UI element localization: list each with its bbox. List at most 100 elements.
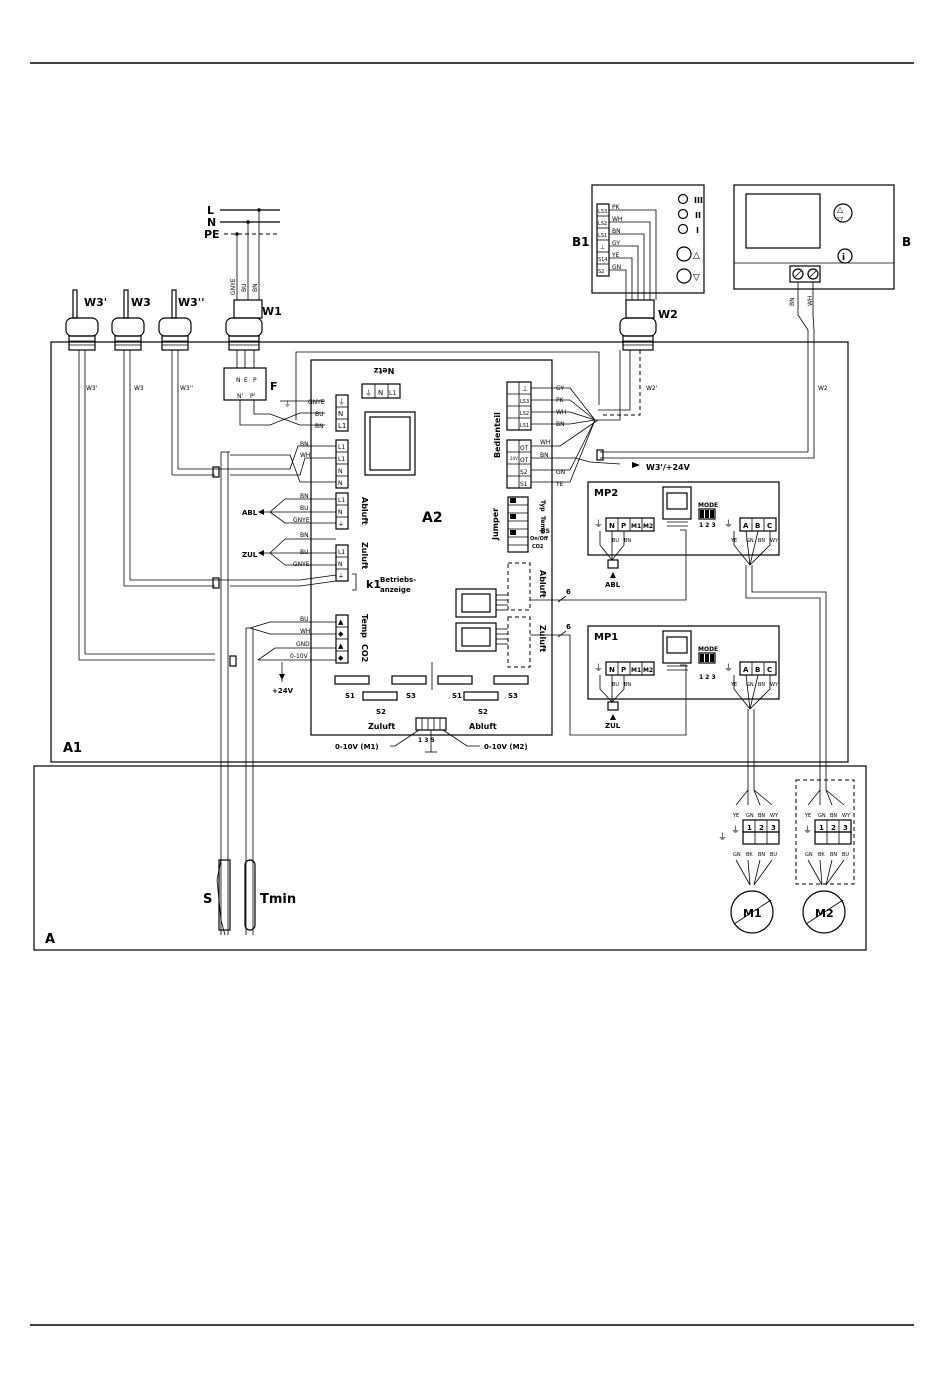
svg-text:▲: ▲ — [338, 618, 344, 626]
svg-text:S2: S2 — [478, 708, 488, 716]
svg-text:△: △ — [837, 205, 844, 214]
motor-m2: YE GN BN WY 1 2 3 ⏚ GN BK BN BU M2 — [795, 779, 855, 934]
label-w2-gland: W2 — [658, 308, 678, 321]
svg-text:L1: L1 — [338, 549, 345, 556]
svg-text:BN: BN — [612, 228, 621, 235]
label-a1: A1 — [63, 741, 82, 756]
svg-text:▽: ▽ — [837, 215, 844, 224]
svg-text:S3: S3 — [406, 692, 416, 700]
svg-text:P: P — [621, 666, 626, 674]
svg-text:GNYE: GNYE — [293, 517, 310, 524]
svg-text:MP2: MP2 — [594, 488, 618, 499]
svg-text:N: N — [338, 509, 343, 516]
svg-text:GNYE: GNYE — [308, 399, 325, 406]
svg-text:⏚: ⏚ — [724, 663, 733, 674]
svg-text:MODE: MODE — [698, 502, 718, 509]
label-w1: W1 — [262, 305, 282, 318]
svg-text:LS3: LS3 — [520, 399, 529, 405]
svg-text:L1: L1 — [338, 422, 346, 430]
svg-text:⏚: ⏚ — [284, 400, 291, 408]
svg-text:GND: GND — [296, 641, 310, 648]
svg-text:GNYE: GNYE — [230, 278, 237, 295]
svg-text:BU: BU — [842, 852, 849, 858]
svg-text:E: E — [244, 377, 248, 384]
svg-text:k1: k1 — [366, 578, 381, 591]
svg-text:BU: BU — [300, 505, 309, 512]
svg-text:BN: BN — [624, 538, 631, 544]
svg-text:⏚: ⏚ — [724, 519, 733, 530]
svg-text:GN: GN — [746, 813, 754, 819]
svg-text:▽: ▽ — [693, 273, 700, 283]
svg-text:GN: GN — [612, 264, 621, 271]
svg-text:S3: S3 — [508, 692, 518, 700]
gland-w3pp — [158, 289, 192, 351]
svg-text:S14: S14 — [598, 257, 608, 263]
svg-text:⏚: ⏚ — [594, 519, 603, 530]
svg-text:⊥: ⊥ — [522, 385, 528, 393]
svg-text:W3: W3 — [134, 385, 144, 392]
svg-text:BU: BU — [300, 616, 309, 623]
transformer-inner — [369, 416, 411, 471]
svg-text:1 2 3: 1 2 3 — [699, 674, 716, 681]
svg-text:Jumper: Jumper — [491, 508, 500, 541]
svg-text:BN: BN — [556, 421, 565, 428]
svg-text:BU: BU — [241, 283, 248, 292]
svg-text:Tmin: Tmin — [260, 892, 296, 907]
svg-text:L1: L1 — [338, 497, 345, 504]
svg-text:Netz: Netz — [373, 366, 394, 375]
frame-a — [33, 765, 867, 951]
svg-text:⏚: ⏚ — [594, 663, 603, 674]
svg-text:GY: GY — [612, 240, 620, 247]
svg-text:N': N' — [237, 393, 243, 400]
board-cable-route — [295, 351, 600, 420]
svg-text:6: 6 — [566, 623, 571, 631]
svg-text:CO2: CO2 — [532, 544, 544, 550]
svg-text:Abluft: Abluft — [538, 570, 547, 598]
svg-text:BN: BN — [758, 813, 765, 819]
svg-text:CO2: CO2 — [360, 644, 369, 662]
svg-text:6: 6 — [566, 588, 571, 596]
panel-b: △ ▽ i B BN WH — [733, 184, 911, 331]
svg-text:PK: PK — [612, 204, 621, 211]
svg-text:Temp: Temp — [539, 516, 546, 535]
svg-text:⏚: ⏚ — [731, 825, 740, 836]
svg-text:N: N — [338, 410, 343, 418]
label-f: F — [270, 380, 278, 393]
pin-header: 1 3 5 0-10V (M1) 0-10V (M2) — [335, 717, 528, 753]
svg-text:L1: L1 — [338, 444, 345, 451]
svg-text:⏚: ⏚ — [718, 832, 727, 843]
label-a2: A2 — [422, 510, 443, 526]
svg-text:⊥: ⊥ — [600, 244, 605, 251]
svg-text:BN: BN — [789, 297, 796, 306]
svg-text:OT: OT — [520, 457, 529, 464]
rj-zuluft: Zuluft 6 — [455, 616, 687, 736]
svg-text:Abluft: Abluft — [469, 722, 497, 731]
terminals-ot: OT OT S2 S1 24V WH BN GN YE W3'/+24V — [506, 419, 691, 489]
svg-text:C: C — [767, 666, 772, 674]
svg-text:C: C — [767, 522, 772, 530]
svg-text:GN: GN — [733, 852, 741, 858]
svg-text:YE: YE — [611, 252, 620, 259]
svg-text:GNYE: GNYE — [293, 561, 310, 568]
svg-text:anzeige: anzeige — [380, 586, 411, 594]
svg-text:I: I — [696, 226, 699, 235]
svg-text:S2: S2 — [376, 708, 386, 716]
svg-text:WH: WH — [540, 439, 550, 446]
svg-text:Zuluft: Zuluft — [360, 542, 369, 569]
svg-text:0-10V (M2): 0-10V (M2) — [484, 743, 528, 751]
terminals-bedienteil: ⊥ LS3 LS2 LS1 GY PK WH BN Bedienteil — [493, 381, 596, 458]
svg-text:M1: M1 — [743, 907, 762, 920]
svg-text:BS: BS — [541, 528, 550, 535]
svg-text:GN: GN — [746, 682, 754, 688]
svg-text:W2': W2' — [646, 385, 658, 392]
svg-text:A: A — [743, 666, 749, 674]
svg-text:BU: BU — [612, 538, 619, 544]
svg-text:3: 3 — [771, 824, 776, 832]
svg-text:LS2: LS2 — [520, 411, 529, 417]
svg-text:BN: BN — [540, 452, 549, 459]
svg-text:BN: BN — [758, 538, 765, 544]
svg-text:WY: WY — [770, 813, 779, 819]
svg-text:3: 3 — [843, 824, 848, 832]
svg-text:1: 1 — [747, 824, 752, 832]
svg-text:⏚: ⏚ — [365, 389, 372, 397]
